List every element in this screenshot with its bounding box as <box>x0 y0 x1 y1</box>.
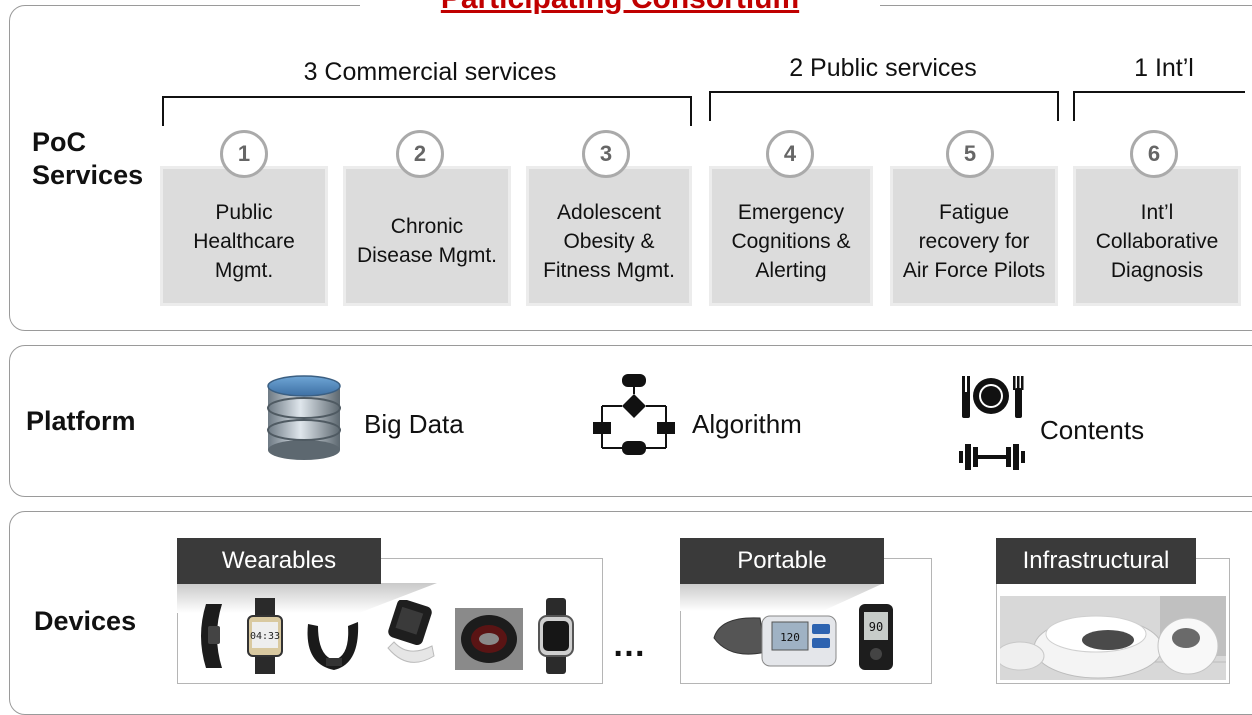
group-label-international: 1 Int’l <box>1134 54 1194 82</box>
contents-label: Contents <box>1040 415 1145 445</box>
ring-tracker-icon <box>455 608 523 670</box>
service-label-3: Adolescent Obesity & Fitness Mgmt. <box>543 200 675 282</box>
service-card-5: Fatigue recovery for Air Force Pilots <box>890 166 1058 306</box>
service-label-1: Public Healthcare Mgmt. <box>193 200 295 282</box>
glucose-meter-icon: 90 <box>856 602 896 672</box>
poc-services-row-label: PoC Services <box>32 127 144 190</box>
sleep-pod-image <box>995 596 1226 680</box>
service-label-6: Int’l Collaborative Diagnosis <box>1095 200 1219 282</box>
group-label-public: 2 Public services <box>789 54 977 82</box>
service-card-4: Emergency Cognitions & Alerting <box>709 166 873 306</box>
platform-row-label: Platform <box>26 406 136 436</box>
wristband-icon <box>192 600 238 672</box>
service-number-2: 2 <box>396 130 444 178</box>
service-card-1: Public Healthcare Mgmt. <box>160 166 328 306</box>
wearables-tab: Wearables <box>177 538 381 584</box>
service-label-5: Fatigue recovery for Air Force Pilots <box>902 200 1046 282</box>
fitness-band-icon <box>300 604 366 674</box>
smartwatch-square-icon: 04:33 <box>246 598 284 674</box>
smartwatch-round-icon <box>536 598 576 674</box>
flowchart-icon <box>592 372 682 460</box>
bracket-international <box>1073 91 1245 121</box>
clip-tracker-icon <box>378 598 442 674</box>
database-icon <box>262 372 346 462</box>
big-data-label: Big Data <box>364 409 464 439</box>
page-title: Participating Consortium <box>360 0 880 26</box>
service-label-4: Emergency Cognitions & Alerting <box>731 200 851 282</box>
infrastructural-tab: Infrastructural <box>996 538 1196 584</box>
service-number-4: 4 <box>766 130 814 178</box>
glucose-reading-text: 90 <box>869 620 883 634</box>
more-devices-ellipsis: … <box>612 626 648 664</box>
service-label-2: Chronic Disease Mgmt. <box>356 215 498 267</box>
platform-panel <box>9 345 1252 497</box>
algorithm-label: Algorithm <box>692 409 802 439</box>
service-card-2: Chronic Disease Mgmt. <box>343 166 511 306</box>
blood-pressure-monitor-icon: 120 <box>710 608 840 670</box>
service-number-3: 3 <box>582 130 630 178</box>
watch-time-text: 04:33 <box>250 631 280 642</box>
portable-tab: Portable <box>680 538 884 584</box>
service-number-6: 6 <box>1130 130 1178 178</box>
bracket-commercial <box>162 96 692 126</box>
devices-row-label: Devices <box>34 606 137 636</box>
bracket-public <box>709 91 1059 121</box>
group-label-commercial: 3 Commercial services <box>303 58 557 86</box>
service-number-1: 1 <box>220 130 268 178</box>
dumbbell-icon <box>957 441 1027 473</box>
service-card-3: Adolescent Obesity & Fitness Mgmt. <box>526 166 692 306</box>
service-number-5: 5 <box>946 130 994 178</box>
service-card-6: Int’l Collaborative Diagnosis <box>1073 166 1241 306</box>
dining-icon <box>958 372 1024 420</box>
bp-reading-text: 120 <box>780 631 800 644</box>
